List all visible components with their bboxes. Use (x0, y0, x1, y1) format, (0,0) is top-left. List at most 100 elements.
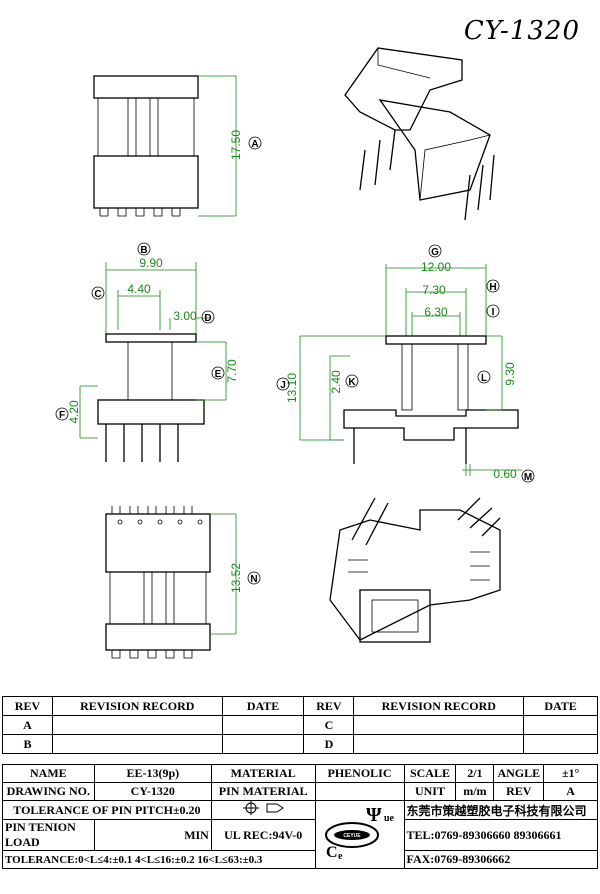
svg-text:Ψ: Ψ (366, 805, 382, 826)
svg-text:e: e (338, 851, 343, 861)
name-value: EE-13(9p) (93, 764, 212, 783)
date-cell (221, 715, 305, 735)
svg-text:J: J (280, 380, 286, 391)
rev-header-1: REV (2, 696, 53, 716)
drawing-title: CY-1320 (463, 16, 580, 46)
callout-c: C (91, 286, 105, 300)
dim-c-value: 4.40 (127, 282, 151, 296)
dim-j-value: 13.10 (285, 373, 299, 403)
svg-text:CEYUE: CEYUE (343, 833, 361, 839)
callout-b: B (137, 242, 151, 256)
callout-g: G (428, 244, 442, 258)
callout-a: A (248, 136, 262, 150)
company-fax: FAX:0769-89306662 (403, 850, 598, 869)
svg-text:A: A (251, 139, 258, 150)
dim-d-value: 3.00 (173, 309, 197, 323)
callout-n: N (247, 571, 261, 585)
drawing-no-value: CY-1320 (93, 782, 212, 801)
ul-rec: UL REC:94V-0 (210, 819, 316, 851)
iso-view-top (344, 47, 495, 221)
svg-text:K: K (348, 377, 356, 388)
material-value: PHENOLIC (314, 764, 405, 783)
record-cell (51, 715, 223, 735)
material-label: MATERIAL (210, 764, 316, 783)
callout-d: D (201, 310, 215, 324)
svg-text:F: F (59, 410, 65, 421)
rev-cell: B (2, 734, 53, 754)
date-header-2: DATE (523, 696, 598, 716)
dim-f-value: 4.20 (67, 400, 81, 424)
callout-l: L (477, 370, 491, 384)
title-block: REV REVISION RECORD DATE REV REVISION RE… (2, 696, 598, 869)
pin-material-label: PIN MATERIAL (210, 782, 316, 801)
company-logo: CEYUE Ψ ue C e (314, 800, 405, 869)
svg-text:C: C (326, 844, 338, 861)
dim-l-value: 9.30 (503, 362, 517, 386)
scale-value: 2/1 (455, 764, 495, 783)
pin-tension-label: PIN TENION LOAD (2, 819, 95, 851)
date-cell (523, 734, 598, 754)
dim-k-value: 2.40 (329, 370, 343, 394)
unit-label: UNIT (403, 782, 457, 801)
pin-material-value (314, 782, 405, 801)
dim-b-value: 9.90 (139, 256, 163, 270)
angle-value: ±1° (543, 764, 598, 783)
company-name: 东莞市策越塑胶电子科技有限公司 (403, 800, 598, 820)
iso-view-bottom (329, 497, 501, 643)
geometric-tolerance-icon (243, 801, 285, 815)
svg-text:C: C (94, 289, 101, 300)
date-header-1: DATE (221, 696, 305, 716)
svg-text:D: D (204, 313, 211, 324)
name-label: NAME (2, 764, 95, 783)
logo-icon: CEYUE Ψ ue C e (324, 804, 395, 862)
svg-text:G: G (431, 247, 439, 258)
svg-text:ue: ue (384, 813, 395, 824)
svg-text:H: H (489, 282, 496, 293)
top-view (105, 506, 237, 659)
date-cell (221, 734, 305, 754)
tolerance-pitch: TOLERANCE OF PIN PITCH±0.20 (2, 800, 212, 820)
record-cell (353, 715, 525, 735)
svg-text:I: I (492, 307, 495, 318)
angle-label: ANGLE (493, 764, 545, 783)
record-cell (353, 734, 525, 754)
rev-cell: A (2, 715, 53, 735)
spec-table: NAME EE-13(9p) MATERIAL PHENOLIC SCALE 2… (2, 764, 598, 869)
revision-table: REV REVISION RECORD DATE REV REVISION RE… (2, 696, 598, 754)
dim-n-value: 13.52 (229, 563, 243, 593)
rev-value: A (543, 782, 598, 801)
rev-header-2: REV (303, 696, 355, 716)
front-view-top (93, 75, 237, 217)
scale-label: SCALE (403, 764, 457, 783)
table-row: A C (2, 715, 598, 735)
company-tel: TEL:0769-89306660 89306661 (403, 819, 598, 851)
callout-h: H (486, 279, 500, 293)
callout-f: F (55, 407, 69, 421)
record-cell (51, 734, 223, 754)
unit-value: m/m (455, 782, 495, 801)
tolerance-symbol (210, 800, 316, 820)
revision-record-header-1: REVISION RECORD (51, 696, 223, 716)
dim-e-value: 7.70 (225, 359, 239, 383)
svg-text:B: B (140, 245, 147, 256)
svg-text:M: M (524, 472, 532, 483)
callout-m: M (521, 469, 535, 483)
dim-g-value: 12.00 (421, 260, 451, 274)
callout-i: I (486, 304, 500, 318)
end-view (299, 264, 522, 476)
side-view (79, 262, 227, 462)
rev-cell: D (303, 734, 355, 754)
svg-text:N: N (250, 574, 257, 585)
dim-h-value: 7.30 (422, 283, 446, 297)
dim-a-value: 17.50 (229, 130, 243, 160)
dim-i-value: 6.30 (424, 305, 448, 319)
svg-text:E: E (215, 369, 222, 380)
revision-record-header-2: REVISION RECORD (353, 696, 525, 716)
rev-cell: C (303, 715, 355, 735)
svg-text:L: L (481, 373, 487, 384)
date-cell (523, 715, 598, 735)
callout-k: K (345, 374, 359, 388)
rev-label: REV (493, 782, 545, 801)
dim-m-value: 0.60 (493, 467, 517, 481)
pin-tension-value: MIN (93, 819, 212, 851)
